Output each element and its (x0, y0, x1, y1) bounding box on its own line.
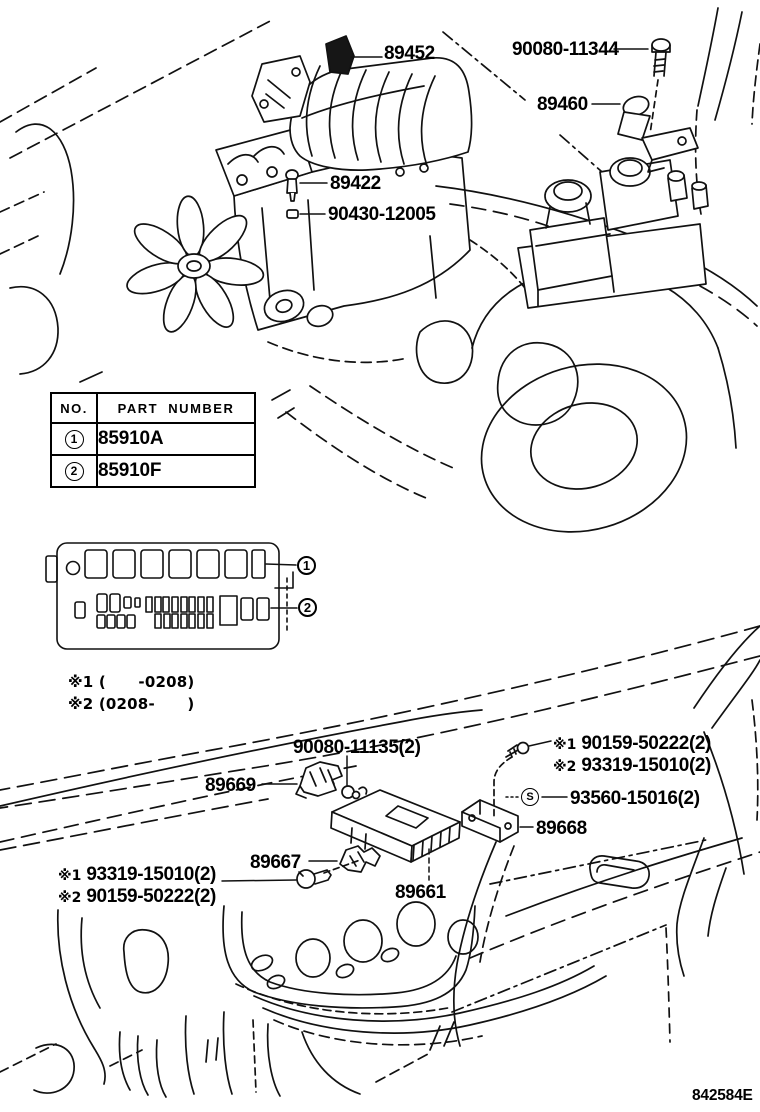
part-label-89460: 89460 (537, 94, 588, 115)
table-header-part-number: PART NUMBER (96, 392, 256, 424)
part-label-90080-11344: 90080-11344 (512, 39, 619, 60)
table-row: 1 85910A (50, 422, 256, 456)
parts-table: NO. PART NUMBER 1 85910A 2 85910F (50, 392, 256, 488)
part-number-cell: 85910A (96, 422, 256, 456)
part-label-89667: 89667 (250, 852, 301, 873)
table-header-no: NO. (50, 392, 98, 424)
gasket-part (286, 209, 299, 219)
leader-lines (221, 48, 649, 882)
door-handle (589, 855, 650, 889)
star-marker: ※1 (58, 868, 82, 884)
sensor-bracket-part (617, 95, 699, 173)
bracket-89667-part (339, 845, 381, 873)
ecu-part (330, 789, 461, 863)
dash-sensor-part (296, 859, 361, 889)
circled-number-2: 2 (64, 461, 84, 481)
note-line-2: ※2 (0208- ) (68, 695, 195, 713)
fusebox-callout-2: 2 (298, 598, 317, 617)
part-label-89452: 89452 (384, 43, 435, 64)
air-valve-part (325, 35, 355, 75)
bracket-89668-part (461, 756, 519, 843)
fuse-box-drawing (45, 542, 298, 650)
part-label-89661: 89661 (395, 882, 446, 903)
part-label-89422: 89422 (330, 173, 381, 194)
grommet-part (341, 785, 368, 800)
part-label-90430-12005: 90430-12005 (328, 204, 436, 225)
screw-part (505, 741, 530, 758)
part-label-89669: 89669 (205, 775, 256, 796)
part-label-90080-11135: 90080-11135(2) (293, 737, 421, 758)
star-marker: ※1 (553, 737, 577, 753)
engine-sensor-part (285, 169, 299, 202)
diagram-code: 842584E (692, 1087, 753, 1104)
part-label-93560-15016: 93560-15016(2) (570, 788, 700, 809)
star-marker: ※2 (553, 759, 577, 775)
dashboard-illustration (0, 625, 760, 1098)
bracket-89669-part (295, 761, 343, 799)
part-label-89668: 89668 (536, 818, 587, 839)
note-line-1: ※1 ( -0208) (68, 673, 195, 691)
star-marker: ※2 (58, 890, 82, 906)
engine-bay-illustration (0, 7, 760, 533)
table-row: 2 85910F (50, 454, 256, 488)
circled-number-1: 1 (64, 429, 84, 449)
part-number-cell: 85910F (96, 454, 256, 488)
s-screw-marker: S (521, 788, 539, 806)
engine-fan (126, 195, 265, 333)
fusebox-callout-1: 1 (297, 556, 316, 575)
bolt-part (649, 38, 671, 135)
